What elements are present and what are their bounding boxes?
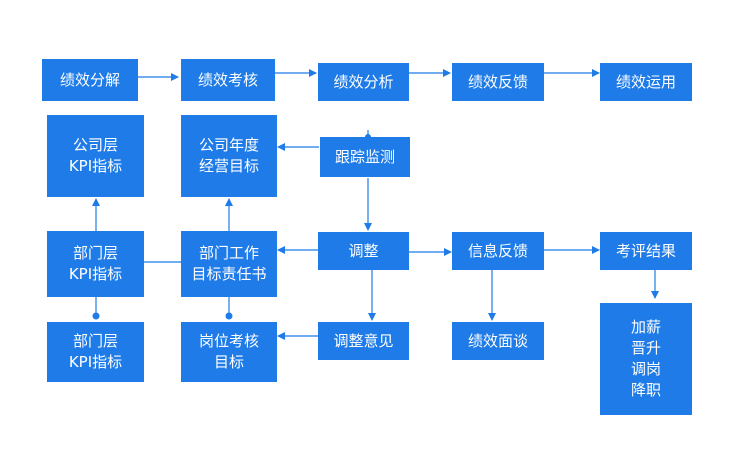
node-perf-apply: 绩效运用 [600,63,692,101]
node-label: 绩效分析 [333,72,394,91]
node-dept-kpi-2: 部门层 KPI指标 [47,322,144,382]
node-label: 部门层 KPI指标 [68,244,123,283]
node-perf-assess: 绩效考核 [181,59,275,101]
node-label: 部门工作 目标责任书 [191,244,267,283]
node-outcomes: 加薪 晋升 调岗 降职 [600,303,692,415]
node-eval-result: 考评结果 [600,232,692,270]
node-label: 跟踪监测 [334,147,395,166]
node-company-kpi: 公司层 KPI指标 [47,115,144,197]
node-label: 部门层 KPI指标 [68,332,123,371]
node-post-goal: 岗位考核 目标 [181,322,277,382]
node-adjust: 调整 [318,232,409,270]
node-adjust-opinion: 调整意见 [318,322,409,360]
node-info-feedback: 信息反馈 [452,232,544,270]
node-label: 信息反馈 [467,241,528,260]
connector-dot [92,312,100,320]
node-label: 绩效面谈 [467,331,528,350]
node-label: 绩效运用 [615,72,676,91]
node-dept-kpi: 部门层 KPI指标 [47,231,144,297]
node-label: 岗位考核 目标 [198,332,259,371]
node-label: 绩效考核 [197,70,258,89]
node-track-monitor: 跟踪监测 [320,137,410,177]
node-perf-decompose: 绩效分解 [42,59,138,101]
node-perf-analysis: 绩效分析 [318,63,409,101]
node-label: 考评结果 [615,241,676,260]
node-label: 公司层 KPI指标 [68,136,123,175]
node-label: 公司年度 经营目标 [198,136,259,175]
node-dept-work: 部门工作 目标责任书 [181,231,277,297]
node-label: 调整 [348,241,379,260]
node-label: 调整意见 [333,331,394,350]
connector-dot [225,312,233,320]
node-perf-feedback: 绩效反馈 [452,63,544,101]
node-label: 加薪 晋升 调岗 降职 [630,318,661,399]
node-label: 绩效分解 [59,70,120,89]
node-company-goal: 公司年度 经营目标 [181,115,277,197]
node-perf-interview: 绩效面谈 [452,322,544,360]
node-label: 绩效反馈 [467,72,528,91]
